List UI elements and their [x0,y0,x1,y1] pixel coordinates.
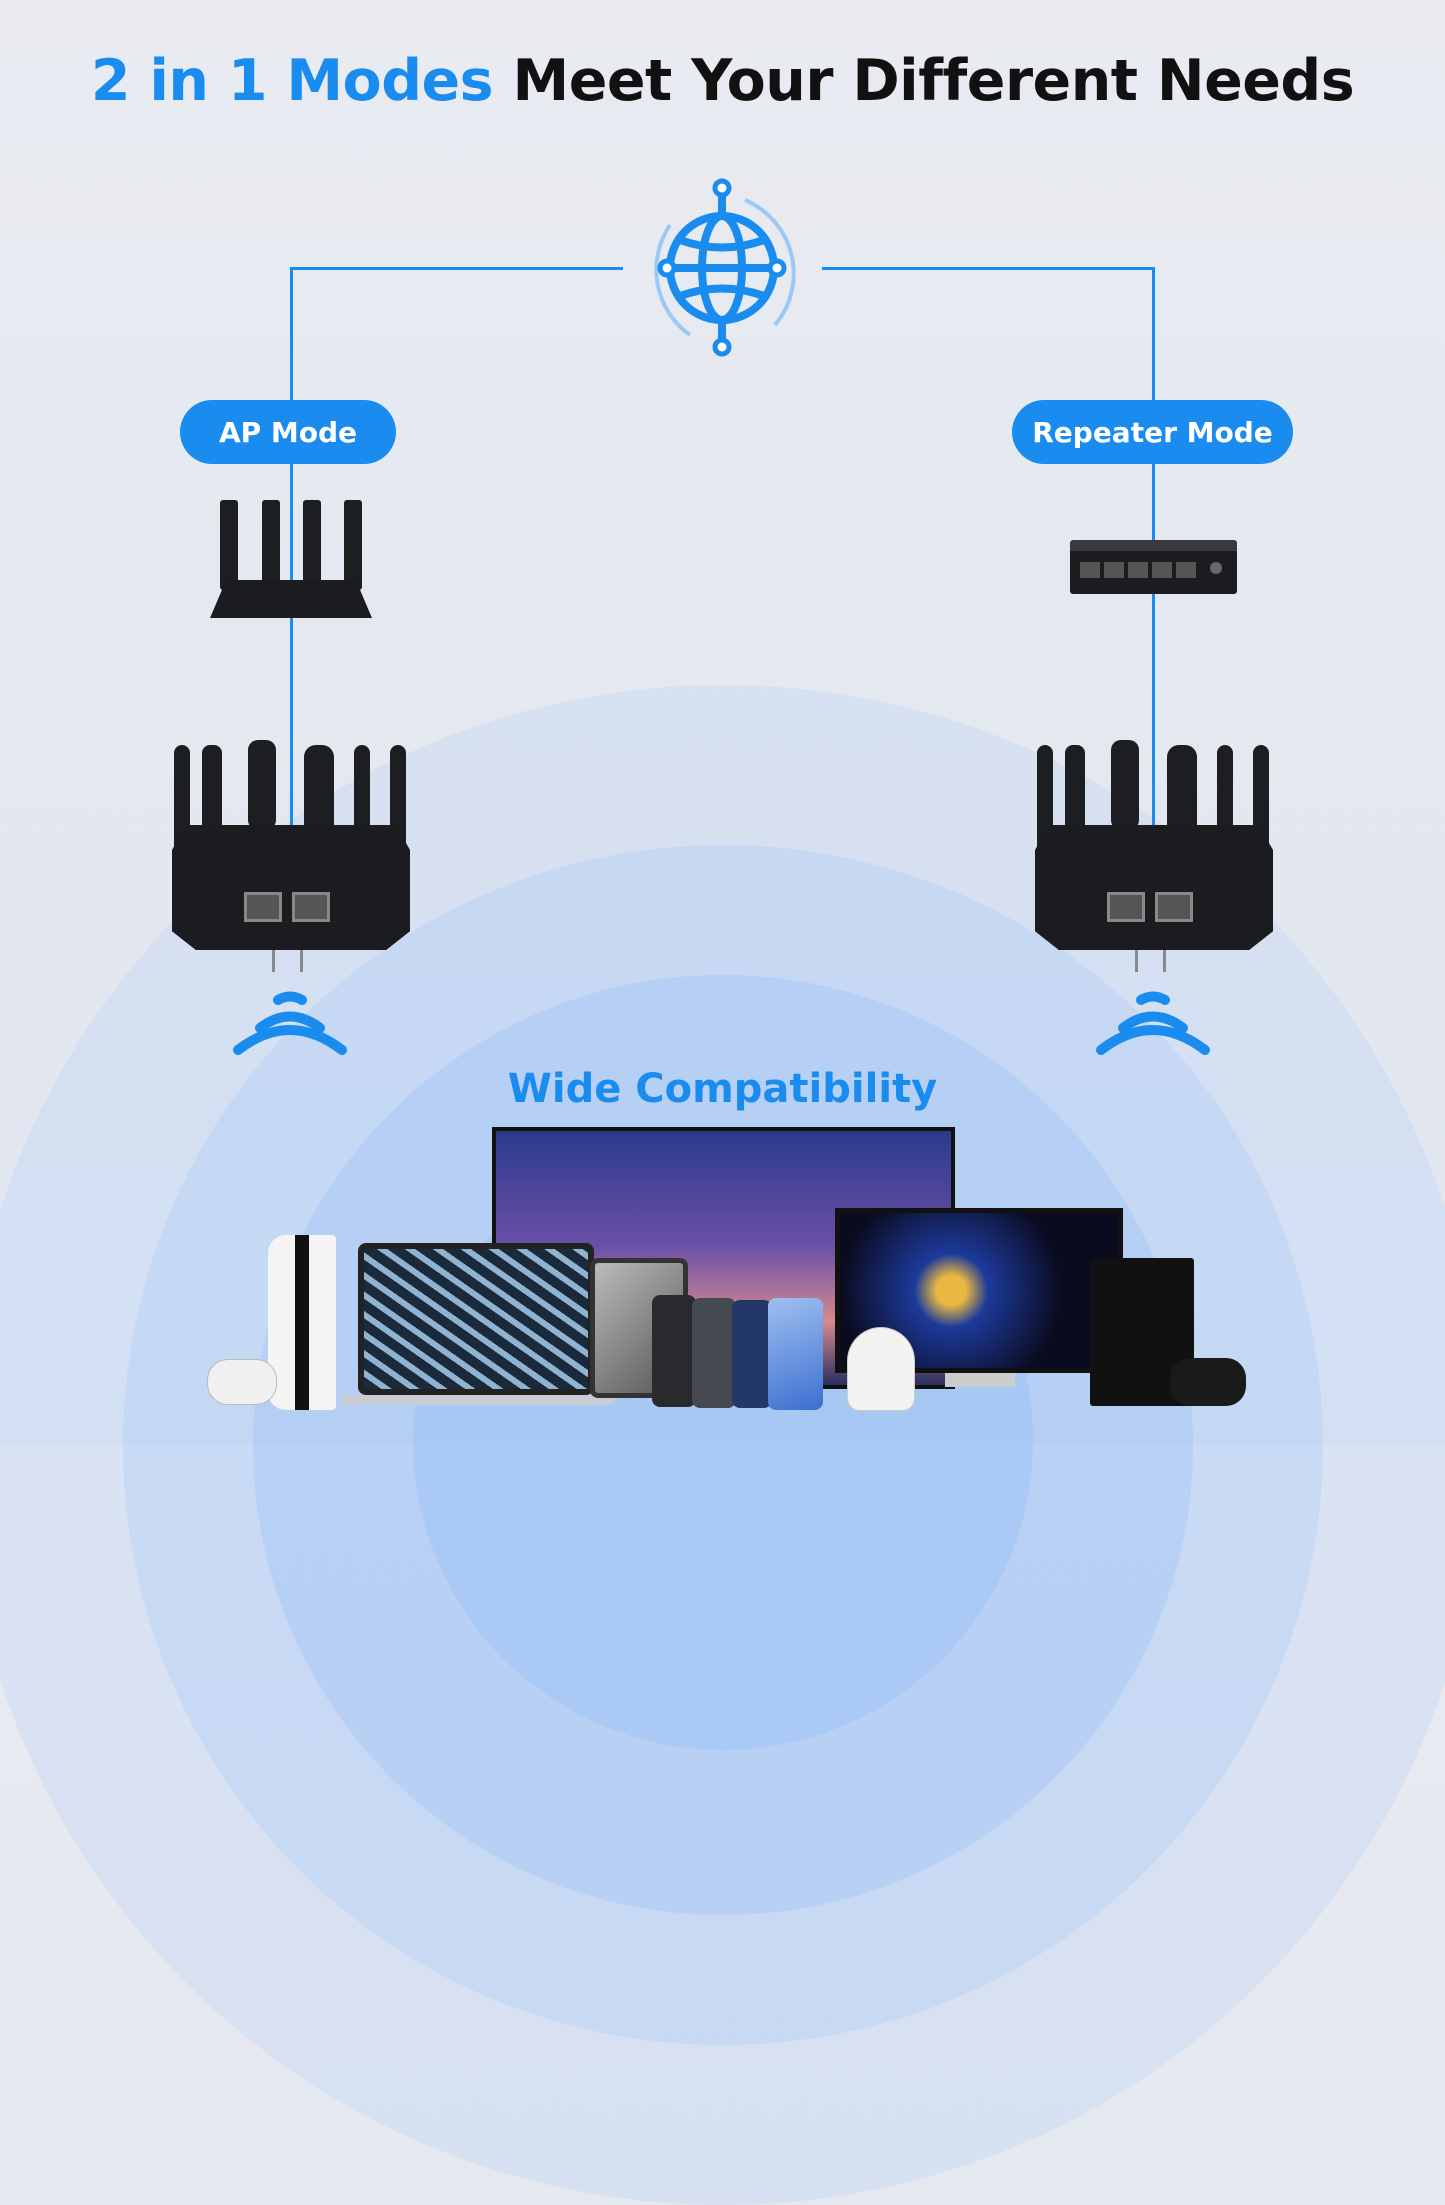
title-highlight: 2 in 1 Modes [90,48,494,114]
ap-mode-label: AP Mode [218,415,358,449]
phone-image [732,1300,772,1408]
ap-mode-badge: AP Mode [180,400,396,464]
wifi-extender-right [1035,740,1273,972]
ps4-controller-image [1170,1358,1246,1406]
network-switch-image [1070,540,1237,594]
wifi-signal-icon [1096,991,1210,1055]
wifi-extender-left [172,740,410,972]
monitor-stand [945,1373,1015,1387]
repeater-mode-badge: Repeater Mode [1012,400,1293,464]
title-rest: Meet Your Different Needs [512,48,1355,114]
laptop-base [340,1395,615,1405]
page-title: 2 in 1 Modes Meet Your Different Needs [0,48,1445,114]
connector-right-h [822,267,1155,270]
phone-image [692,1298,736,1408]
globe-network-icon [654,178,796,357]
ps5-image [268,1235,336,1410]
compatibility-heading: Wide Compatibility [507,1066,938,1112]
repeater-mode-label: Repeater Mode [1032,415,1273,449]
laptop-image [358,1243,594,1395]
security-camera-image [848,1328,914,1410]
connector-left-v [290,267,293,827]
router-image [210,500,372,620]
wifi-signal-icon [233,991,347,1055]
ps5-controller-image [208,1360,276,1404]
connector-left-h [290,267,623,270]
phone-image [652,1295,696,1407]
phone-image [768,1298,823,1410]
